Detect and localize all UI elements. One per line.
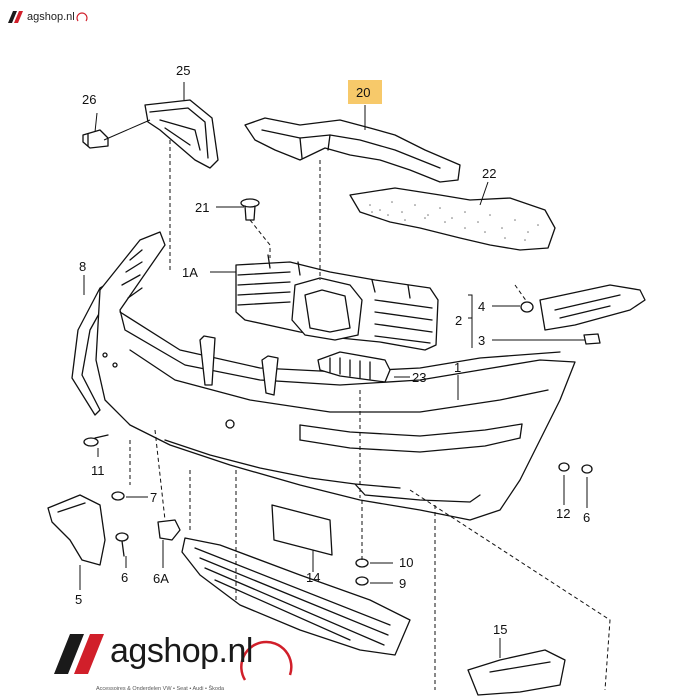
part-14-plate[interactable] (271, 504, 333, 556)
label-26: 26 (82, 92, 96, 107)
label-25: 25 (176, 63, 190, 78)
part-7-screw[interactable] (111, 491, 125, 501)
label-20: 20 (356, 85, 370, 100)
part-4-nut[interactable] (520, 301, 534, 313)
part-9-screw[interactable] (355, 576, 369, 586)
logo-mark-icon (8, 11, 23, 23)
label-23: 23 (412, 370, 426, 385)
part-6-screw-left[interactable] (115, 532, 129, 557)
part-1A-grille[interactable] (235, 254, 439, 351)
label-11: 11 (91, 463, 105, 478)
label-2: 2 (455, 313, 462, 328)
part-26-clip[interactable] (82, 129, 109, 149)
part-2-bracket[interactable] (539, 284, 646, 331)
label-14: 14 (306, 570, 320, 585)
part-1-bumper[interactable] (95, 231, 576, 521)
header-logo[interactable]: agshop.nl (6, 10, 89, 24)
footer-logo[interactable]: agshop.nl Accessoires & Onderdelen VW • … (50, 630, 300, 698)
lower-grille[interactable] (181, 537, 411, 656)
label-12: 12 (556, 506, 570, 521)
label-1A: 1A (182, 265, 198, 280)
logo-swoosh-icon (76, 12, 88, 22)
part-6-screw-right[interactable] (581, 464, 593, 474)
part-22-absorber[interactable] (349, 187, 556, 251)
part-3-screw[interactable] (583, 333, 601, 345)
foam-texture (369, 201, 539, 241)
header-logo-text: agshop.nl (27, 11, 75, 23)
assembly-lines (129, 140, 611, 691)
label-7: 7 (150, 490, 157, 505)
part-23-insert[interactable] (317, 351, 391, 383)
footer-tagline: Accessoires & Onderdelen VW • Seat • Aud… (96, 686, 225, 692)
label-15: 15 (493, 622, 507, 637)
part-5-liner[interactable] (47, 494, 106, 566)
part-11-screw[interactable] (83, 434, 109, 447)
highlight-box (348, 80, 382, 104)
part-6A-clip[interactable] (157, 519, 181, 541)
leader-lines (79, 82, 588, 658)
footer-logo-text: agshop.nl (110, 632, 253, 670)
label-1: 1 (454, 360, 461, 375)
label-4: 4 (478, 299, 485, 314)
label-6A: 6A (153, 571, 169, 586)
part-20-air-guide[interactable] (244, 117, 461, 183)
label-5: 5 (75, 592, 82, 607)
part-10-washer[interactable] (355, 558, 369, 568)
label-22: 22 (482, 166, 496, 181)
part-12-nut[interactable] (558, 462, 570, 472)
label-10: 10 (399, 555, 413, 570)
part-15-cover[interactable] (467, 649, 566, 696)
label-6-left: 6 (121, 570, 128, 585)
label-21: 21 (195, 200, 209, 215)
label-9: 9 (399, 576, 406, 591)
logo-mark-large-icon (54, 634, 293, 681)
part-labels: 25 26 20 22 21 1A 8 4 2 3 23 1 11 7 12 6… (75, 63, 590, 637)
label-6-right: 6 (583, 510, 590, 525)
part-25-duct[interactable] (144, 99, 219, 169)
part-21-rivet[interactable] (240, 198, 260, 221)
label-8: 8 (79, 259, 86, 274)
label-3: 3 (478, 333, 485, 348)
